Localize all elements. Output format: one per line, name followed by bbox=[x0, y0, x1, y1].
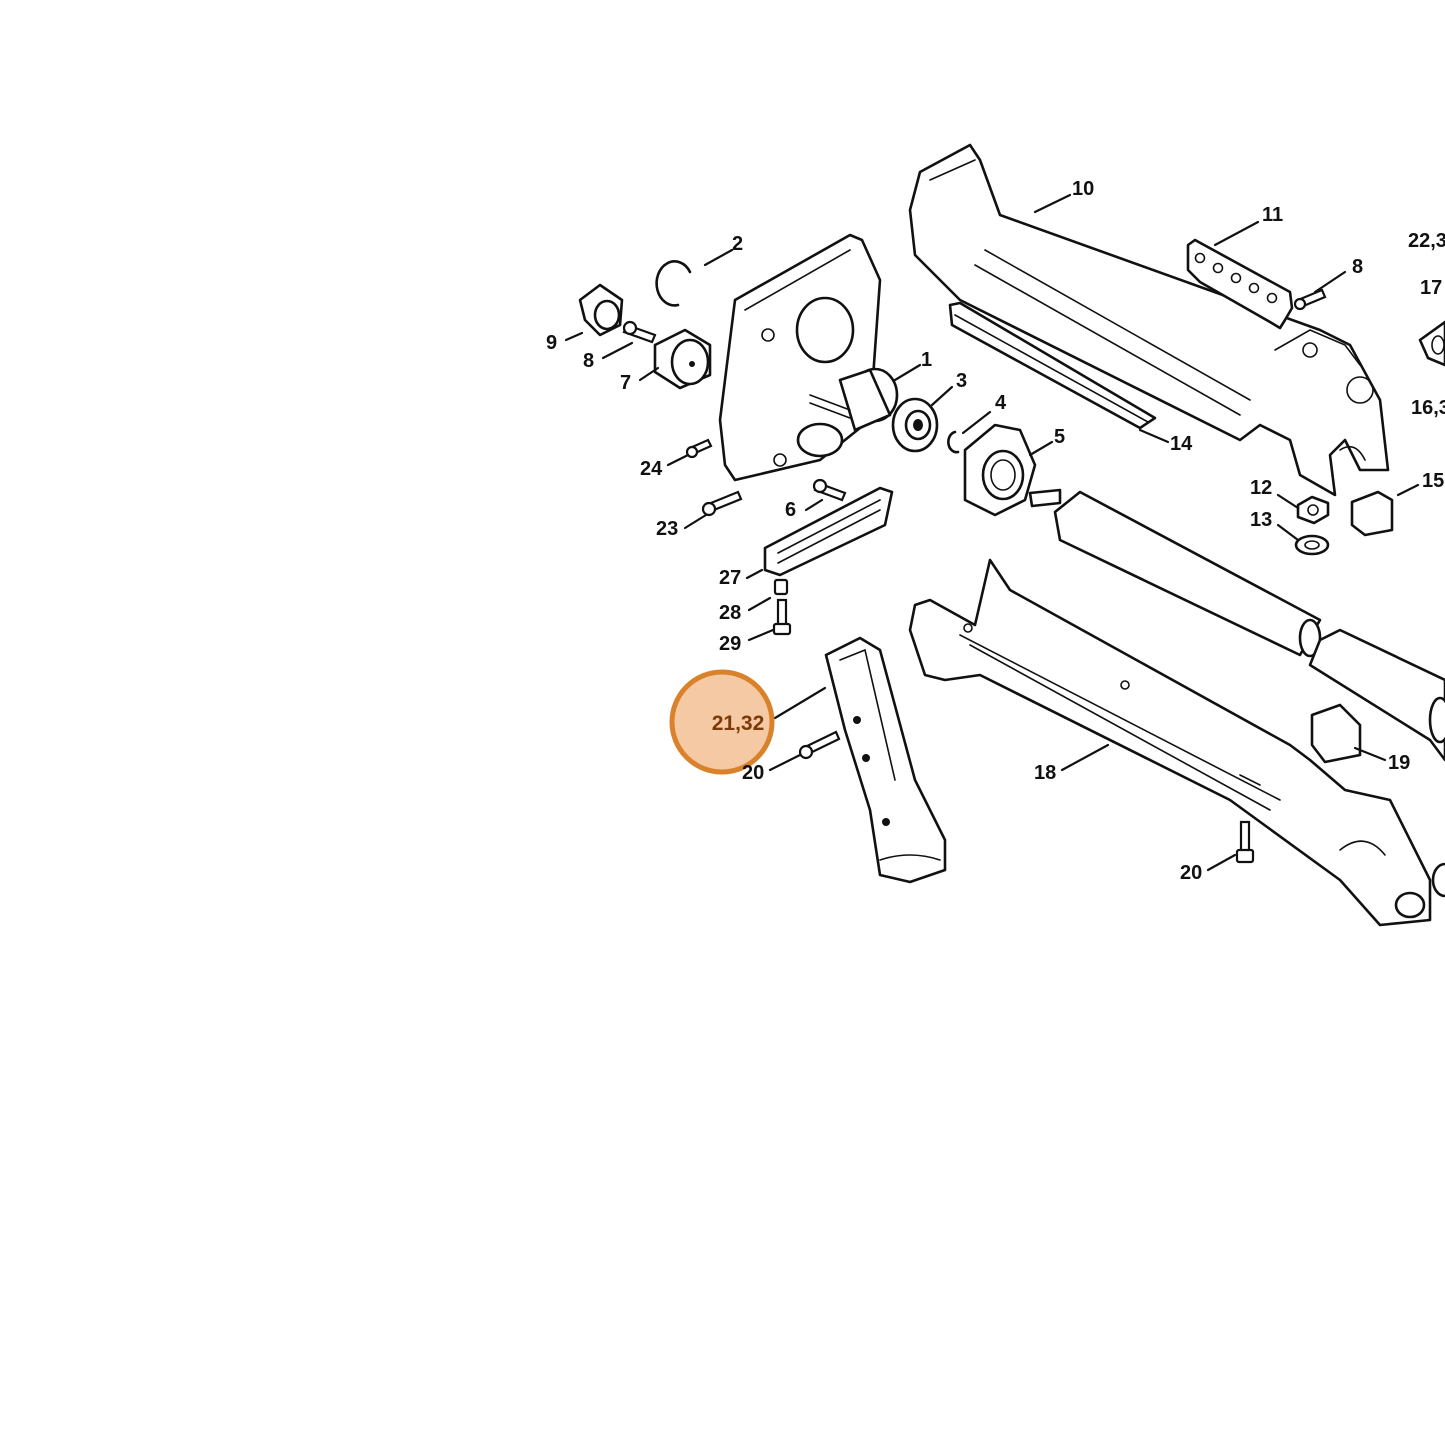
label-23: 23 bbox=[656, 518, 678, 540]
label-16: 16,3 bbox=[1411, 397, 1445, 419]
part-21-side-cover bbox=[824, 636, 947, 884]
part-19-bracket bbox=[1310, 703, 1362, 764]
part-17-partial bbox=[1418, 320, 1445, 367]
label-5: 5 bbox=[1054, 426, 1065, 448]
label-8-left: 8 bbox=[583, 350, 594, 372]
part-16-partial bbox=[1431, 862, 1445, 898]
highlight-circle[interactable] bbox=[669, 669, 775, 775]
part-4-ring bbox=[947, 430, 960, 454]
label-8-right: 8 bbox=[1352, 256, 1363, 278]
part-3-bearing bbox=[891, 397, 939, 453]
label-12: 12 bbox=[1250, 477, 1272, 499]
part-5-gear bbox=[963, 423, 1037, 517]
part-29-screw bbox=[772, 598, 792, 636]
label-4: 4 bbox=[995, 392, 1007, 414]
leader-lines bbox=[564, 193, 1420, 872]
part-23-screw bbox=[701, 490, 743, 517]
part-14-strip bbox=[948, 301, 1157, 430]
highlight-label: 21,32 bbox=[712, 712, 765, 735]
label-22: 22,3 bbox=[1408, 230, 1445, 252]
highlight-marker[interactable]: 21,32 bbox=[669, 669, 775, 775]
label-10: 10 bbox=[1072, 178, 1094, 200]
label-14: 14 bbox=[1170, 433, 1193, 455]
label-28: 28 bbox=[719, 602, 741, 624]
label-18: 18 bbox=[1034, 762, 1056, 784]
label-29: 29 bbox=[719, 633, 741, 655]
label-9: 9 bbox=[546, 332, 557, 354]
part-labels: 10 11 8 22,3 17 16,3 15 2 9 8 7 1 3 4 5 … bbox=[546, 178, 1445, 884]
label-15: 15 bbox=[1422, 470, 1444, 492]
label-13: 13 bbox=[1250, 509, 1272, 531]
label-11: 11 bbox=[1262, 204, 1283, 226]
label-20-left: 20 bbox=[742, 762, 764, 784]
label-2: 2 bbox=[732, 233, 743, 255]
part-9-cap bbox=[578, 283, 624, 337]
part-12-nut bbox=[1296, 495, 1330, 525]
label-7: 7 bbox=[620, 372, 631, 394]
label-3: 3 bbox=[956, 370, 967, 392]
part-7-damper bbox=[653, 328, 712, 390]
part-15-bracket bbox=[1350, 490, 1394, 537]
label-6: 6 bbox=[785, 499, 796, 521]
part-10-upper-handle bbox=[908, 143, 1390, 497]
part-24-screw bbox=[685, 438, 713, 459]
part-8-screw-right bbox=[1293, 288, 1327, 311]
label-19: 19 bbox=[1388, 752, 1410, 774]
drive-tube bbox=[1028, 488, 1445, 762]
part-8-screw-left bbox=[622, 320, 657, 344]
part-13-washer bbox=[1294, 534, 1330, 556]
part-1-housing bbox=[718, 233, 899, 482]
part-27-bar bbox=[763, 486, 894, 577]
part-28-pin bbox=[773, 578, 789, 596]
label-1: 1 bbox=[921, 349, 932, 371]
part-11-bracket-plate bbox=[1186, 238, 1294, 330]
label-17: 17 bbox=[1420, 277, 1442, 299]
part-2-circlip bbox=[655, 260, 692, 307]
label-27: 27 bbox=[719, 567, 741, 589]
part-20-screw-left bbox=[798, 730, 841, 760]
label-20-right: 20 bbox=[1180, 862, 1202, 884]
part-20-screw-right bbox=[1235, 820, 1255, 864]
label-24: 24 bbox=[640, 458, 663, 480]
part-18-lower-handle bbox=[908, 558, 1432, 927]
part-6-screw bbox=[812, 478, 847, 502]
